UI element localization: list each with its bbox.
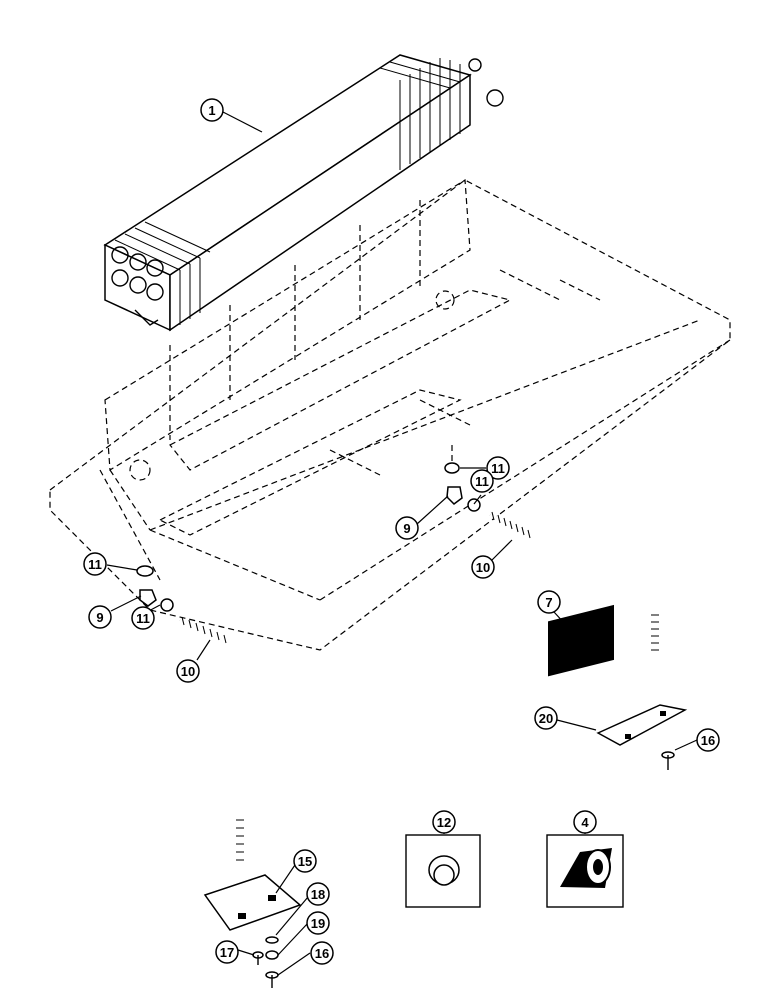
drain-hose-left <box>179 616 266 880</box>
callout-1: 1 <box>200 98 224 122</box>
callout-15: 15 <box>293 849 317 873</box>
callout-11: 11 <box>470 469 494 493</box>
svg-text:7: 7 <box>545 595 552 610</box>
svg-text:10: 10 <box>476 560 490 575</box>
mounting-plate <box>203 874 302 931</box>
callout-4: 4 <box>573 810 597 834</box>
svg-text:12: 12 <box>437 815 451 830</box>
inset-clamp <box>546 834 624 908</box>
callout-7: 7 <box>537 590 561 614</box>
callout-10: 10 <box>471 555 495 579</box>
svg-text:4: 4 <box>581 815 589 830</box>
svg-text:15: 15 <box>298 854 312 869</box>
svg-text:1: 1 <box>208 103 215 118</box>
svg-text:9: 9 <box>403 521 410 536</box>
callout-9: 9 <box>88 605 112 629</box>
evaporator-coil <box>103 54 504 332</box>
svg-text:10: 10 <box>181 664 195 679</box>
svg-text:16: 16 <box>315 946 329 961</box>
drain-hose-right <box>489 511 659 670</box>
svg-text:9: 9 <box>96 610 103 625</box>
callout-10: 10 <box>176 659 200 683</box>
callout-19: 19 <box>306 911 330 935</box>
callout-16: 16 <box>696 728 720 752</box>
callout-18: 18 <box>306 882 330 906</box>
svg-text:20: 20 <box>539 711 553 726</box>
svg-text:16: 16 <box>701 733 715 748</box>
svg-text:17: 17 <box>220 945 234 960</box>
svg-text:11: 11 <box>491 461 505 476</box>
inset-grommet <box>405 834 481 908</box>
callout-17: 17 <box>215 940 239 964</box>
callout-11: 11 <box>486 456 510 480</box>
evaporator-housing <box>49 178 731 651</box>
callout-12: 12 <box>432 810 456 834</box>
callout-11: 11 <box>83 552 107 576</box>
bracket <box>596 704 688 746</box>
svg-text:11: 11 <box>88 557 102 572</box>
callout-16: 16 <box>310 941 334 965</box>
svg-text:19: 19 <box>311 916 325 931</box>
svg-text:11: 11 <box>475 474 489 489</box>
fittings <box>136 445 481 612</box>
svg-text:11: 11 <box>136 611 150 626</box>
callout-20: 20 <box>534 706 558 730</box>
callout-9: 9 <box>395 516 419 540</box>
callout-11: 11 <box>131 606 155 630</box>
svg-text:18: 18 <box>311 887 325 902</box>
